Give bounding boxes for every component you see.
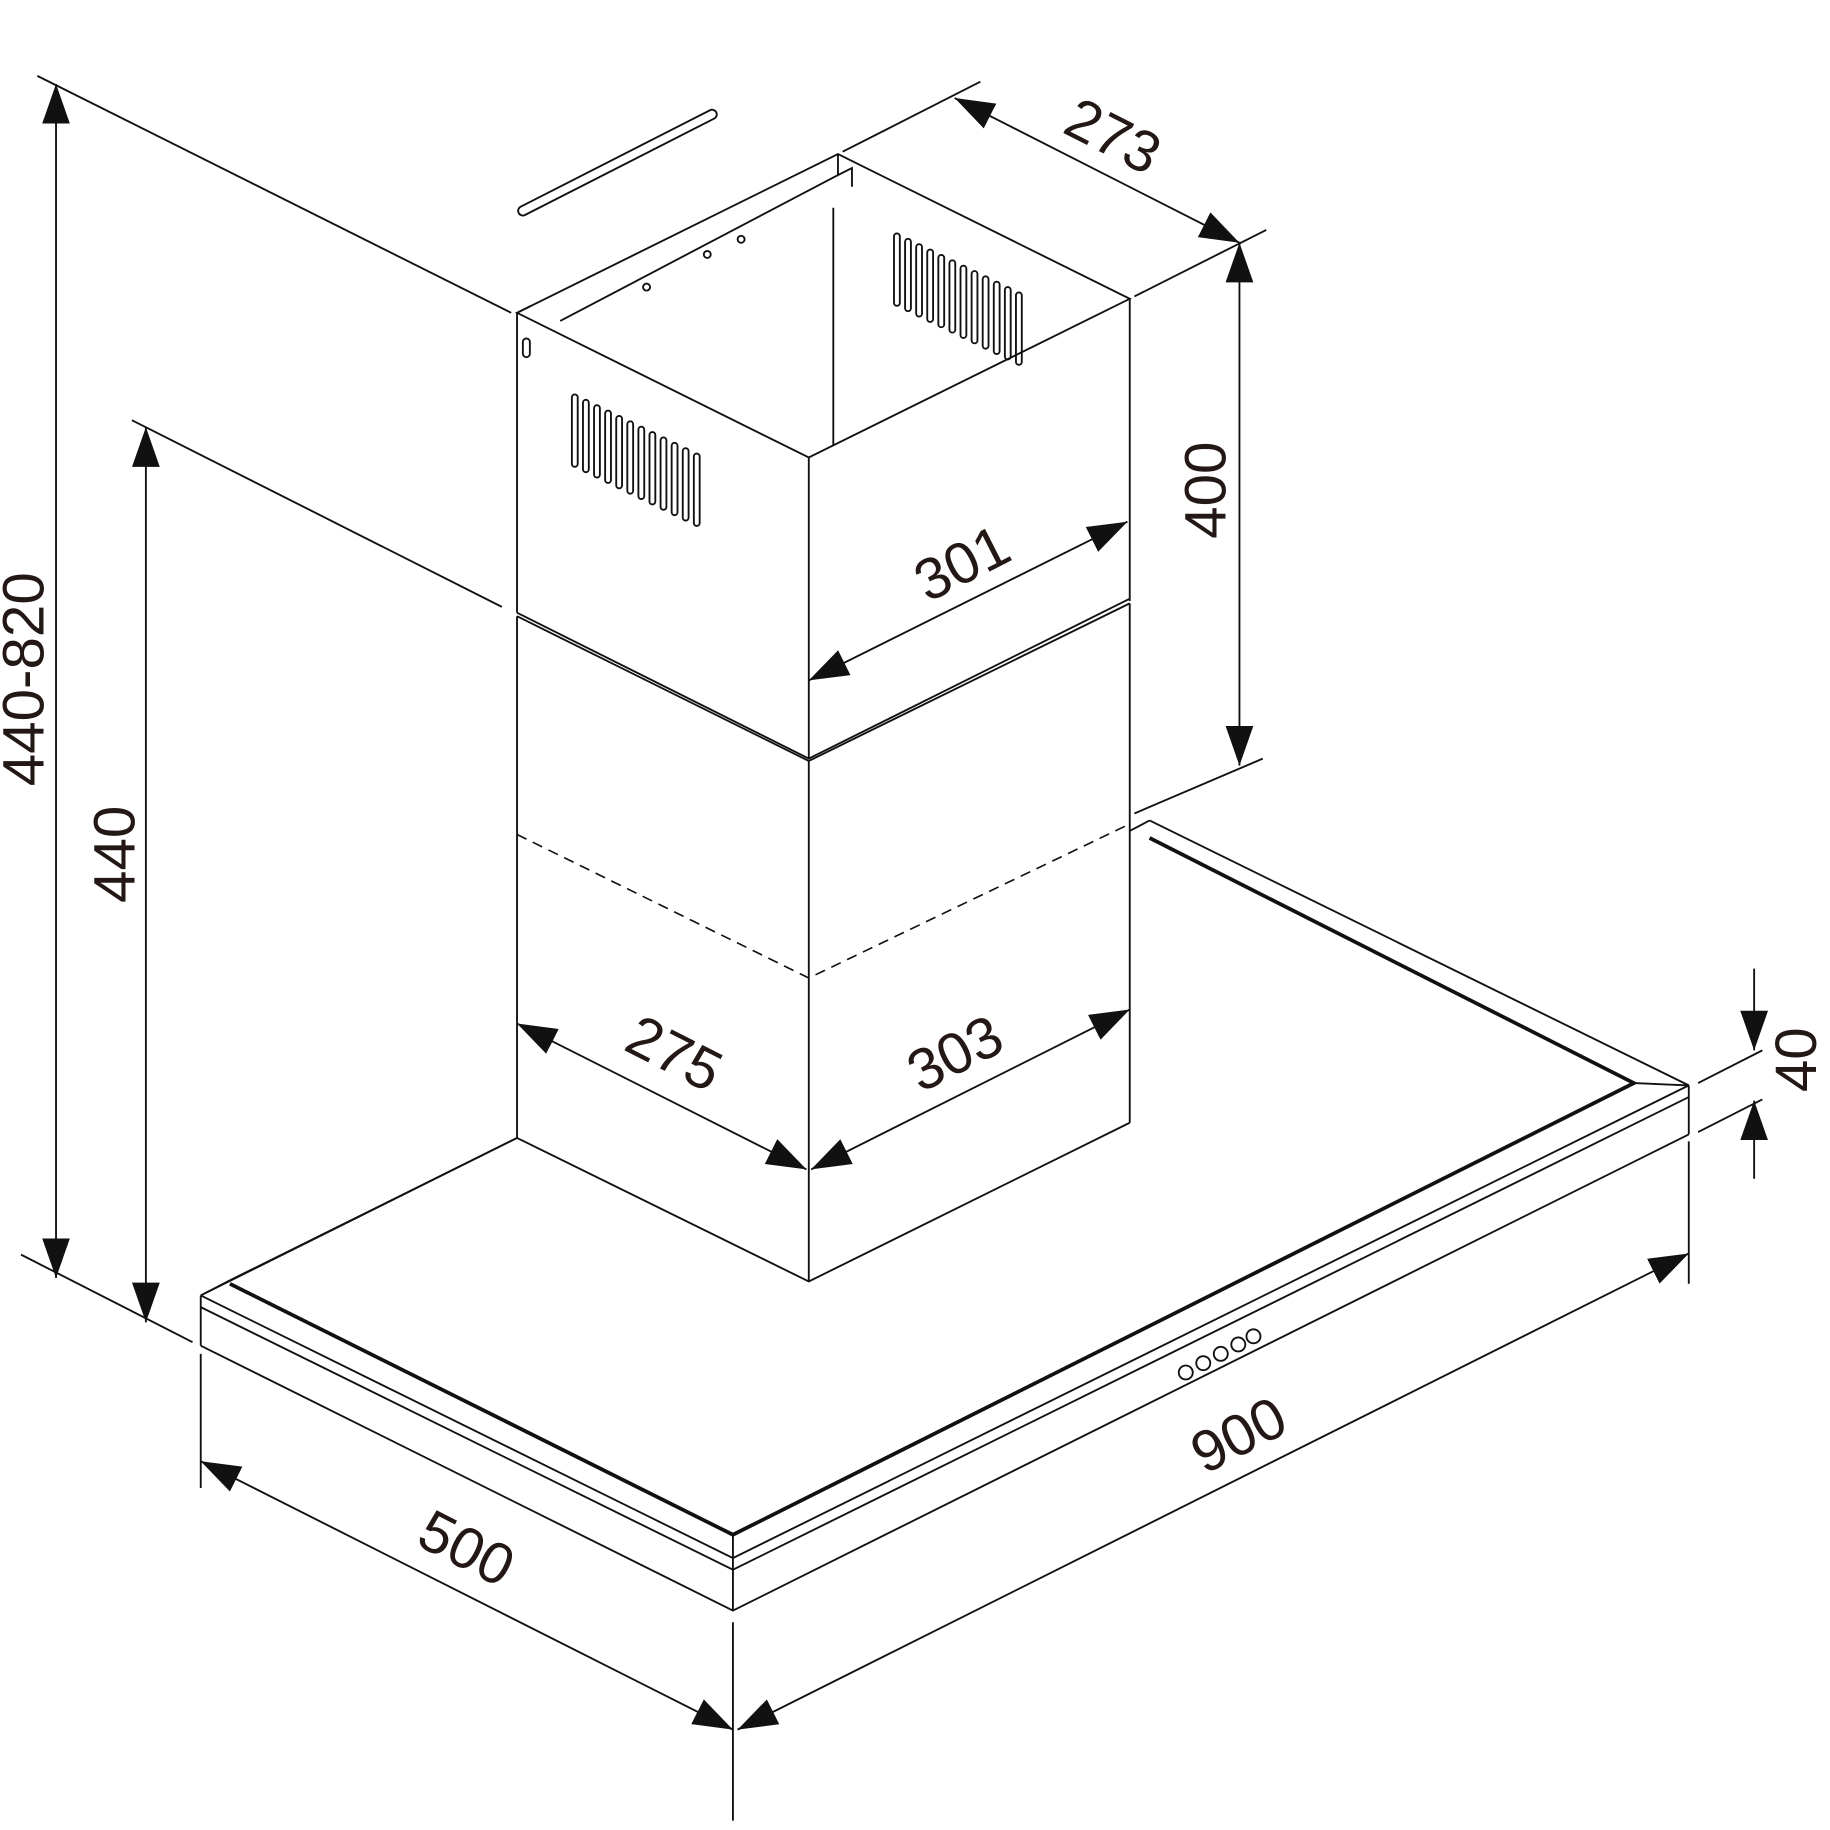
- extension-lines: [20, 75, 1763, 1821]
- vent-slot: [937, 253, 946, 329]
- dim-900: [737, 1252, 1690, 1731]
- vent-slot: [648, 431, 657, 506]
- vent-slot: [893, 232, 901, 307]
- vent-slot: [626, 420, 635, 495]
- vent-slot: [692, 452, 701, 527]
- vent-slots-left: [570, 393, 701, 527]
- vent-slot: [637, 425, 646, 500]
- label-303: 303: [897, 1003, 1013, 1105]
- label-301: 301: [904, 513, 1020, 615]
- upper-chimney: [514, 108, 1132, 759]
- control-button[interactable]: [1230, 1336, 1247, 1353]
- dimension-labels: 273 400 301 275 303 440-820 440 40 500 9…: [0, 85, 1829, 1599]
- label-275: 275: [616, 1003, 732, 1105]
- dimension-lines: [42, 84, 1769, 1731]
- vent-slot: [582, 398, 590, 474]
- label-400: 400: [1174, 441, 1239, 538]
- dim-275: [516, 1022, 807, 1171]
- vent-slot: [681, 447, 690, 522]
- label-273: 273: [1055, 85, 1171, 187]
- vent-slot: [593, 404, 601, 479]
- control-button[interactable]: [1212, 1345, 1229, 1362]
- dim-273: [954, 97, 1240, 244]
- vent-slot: [1003, 286, 1012, 361]
- dim-500: [200, 1460, 734, 1731]
- dim-301: [808, 520, 1128, 682]
- vent-slot: [992, 280, 1001, 356]
- label-900: 900: [1181, 1384, 1297, 1486]
- control-button[interactable]: [1195, 1355, 1212, 1372]
- label-500: 500: [408, 1498, 524, 1600]
- vent-slot: [948, 259, 957, 334]
- label-440: 440: [82, 806, 147, 903]
- vent-slot: [970, 270, 979, 345]
- vent-slot: [659, 436, 668, 511]
- vent-slot: [604, 409, 612, 484]
- vent-slots-right: [893, 232, 1023, 366]
- control-button[interactable]: [1177, 1364, 1194, 1381]
- vent-slot: [981, 275, 990, 350]
- vent-slot: [570, 393, 579, 468]
- label-40: 40: [1764, 1027, 1829, 1092]
- vent-slot: [926, 248, 935, 323]
- control-button[interactable]: [1245, 1328, 1262, 1345]
- vent-slot: [904, 237, 912, 313]
- vent-slot: [959, 264, 968, 339]
- lower-chimney: [516, 597, 1131, 1283]
- vent-slot: [915, 243, 923, 318]
- hood-canopy: [199, 819, 1690, 1612]
- vent-slot: [1015, 291, 1023, 366]
- vent-slot: [615, 415, 623, 490]
- dim-303: [810, 1008, 1131, 1171]
- vent-slot: [670, 441, 679, 517]
- label-440-820: 440-820: [0, 572, 56, 786]
